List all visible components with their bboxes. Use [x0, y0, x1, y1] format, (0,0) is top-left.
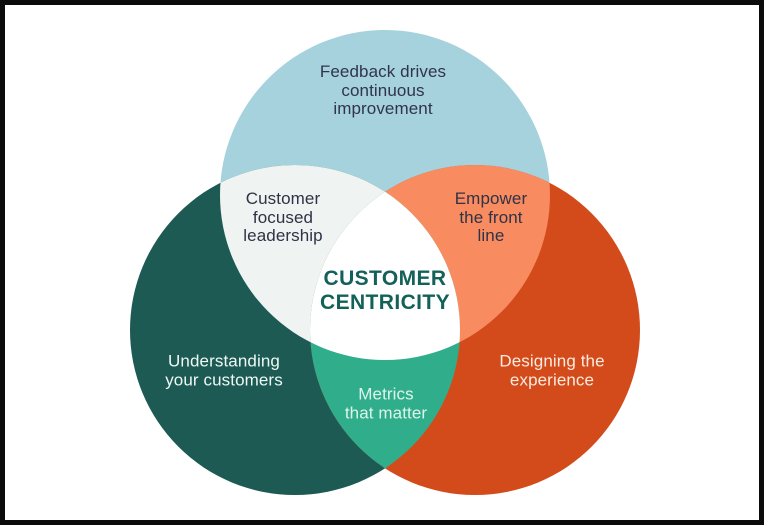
center-title-customer-centricity: CUSTOMER CENTRICITY [320, 267, 450, 315]
label-line: Metrics [358, 384, 414, 404]
label-line: Designing the [499, 351, 605, 371]
label-understanding-customers: Understanding your customers [165, 352, 283, 389]
label-line: the front [459, 207, 523, 227]
label-designing-experience: Designing the experience [499, 352, 604, 389]
label-line: Customer [245, 188, 321, 208]
label-line: Understanding [168, 351, 280, 371]
label-line: experience [509, 370, 595, 389]
title-line: CUSTOMER [323, 266, 447, 290]
label-line: line [477, 226, 505, 246]
label-line: improvement [333, 99, 433, 119]
label-line: leadership [243, 226, 323, 246]
label-line: your customers [165, 370, 283, 389]
label-feedback-drives: Feedback drives continuous improvement [319, 61, 447, 119]
label-line: continuous [341, 80, 425, 100]
title-line: CENTRICITY [320, 291, 450, 314]
label-metrics-that-matter: Metrics that matter [345, 385, 427, 422]
region-center-intersection [310, 165, 460, 360]
label-line: that matter [344, 403, 428, 422]
label-empower-front-line: Empower the front line [454, 188, 528, 246]
label-line: focused [252, 207, 314, 227]
label-line: Empower [454, 188, 528, 208]
label-line: Feedback drives [319, 61, 447, 81]
label-customer-focused-leadership: Customer focused leadership [243, 188, 323, 246]
